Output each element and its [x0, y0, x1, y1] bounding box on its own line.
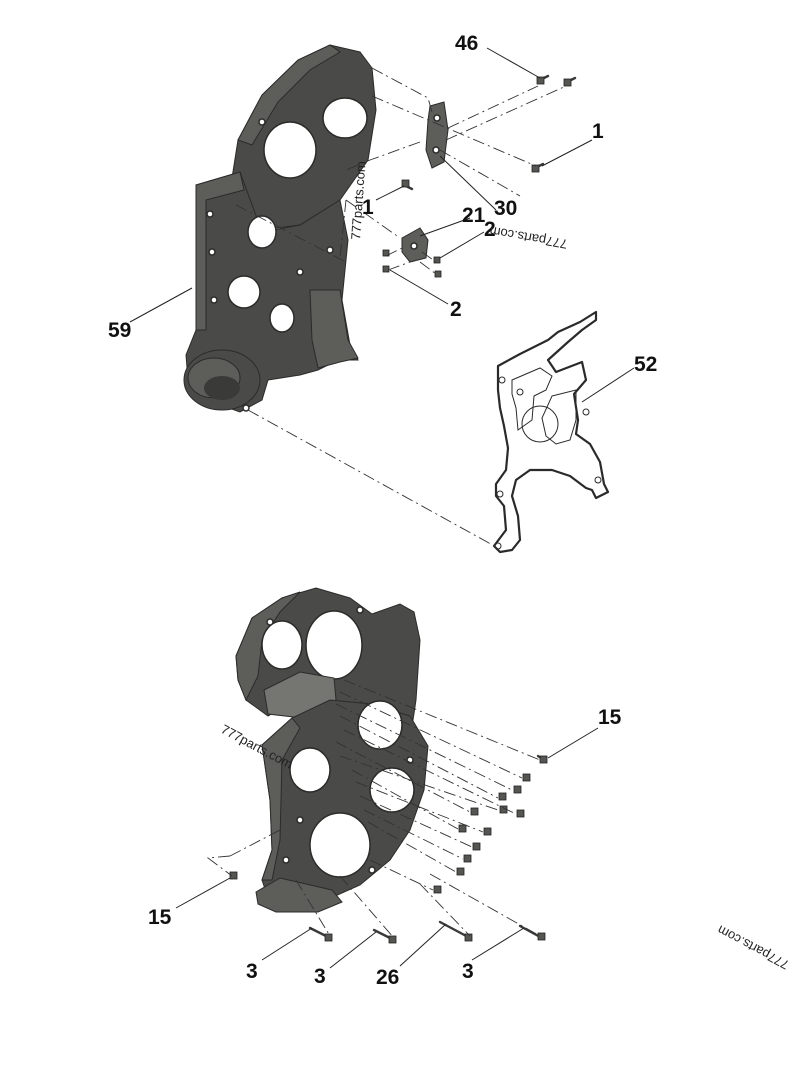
callout-52: 52	[634, 353, 657, 376]
watermark-bottom-right: 777parts.com	[715, 922, 792, 972]
watermark-top-flipped: 777parts.com	[488, 223, 568, 251]
callout-1-mid: 1	[362, 196, 374, 219]
bracket-21	[401, 227, 429, 263]
callout-3-b: 3	[314, 965, 326, 988]
gasket-52	[492, 310, 610, 554]
callout-1-top: 1	[592, 120, 604, 143]
callout-2-lower: 2	[450, 298, 462, 321]
assembly-lines	[206, 67, 567, 939]
leader-lines	[129, 47, 635, 969]
gear-housing-upper	[183, 44, 377, 413]
callout-46: 46	[455, 32, 478, 55]
callout-2-upper: 2	[484, 218, 496, 241]
callout-3-a: 3	[246, 960, 258, 983]
watermark-top-vertical: 777parts.com	[348, 161, 368, 241]
callout-3-c: 3	[462, 960, 474, 983]
callout-21: 21	[462, 204, 486, 227]
callout-26: 26	[376, 966, 399, 989]
bracket-30	[425, 101, 449, 169]
bolts-upper	[382, 74, 577, 278]
bolts-lower	[229, 754, 548, 944]
callout-15-left: 15	[148, 906, 172, 929]
callout-59: 59	[108, 319, 131, 342]
callout-labels: 46 1 1 30 21 2 2 59 52 15 15 3 3 26 3	[108, 32, 657, 989]
callout-30: 30	[494, 197, 517, 220]
callout-15-right: 15	[598, 706, 622, 729]
